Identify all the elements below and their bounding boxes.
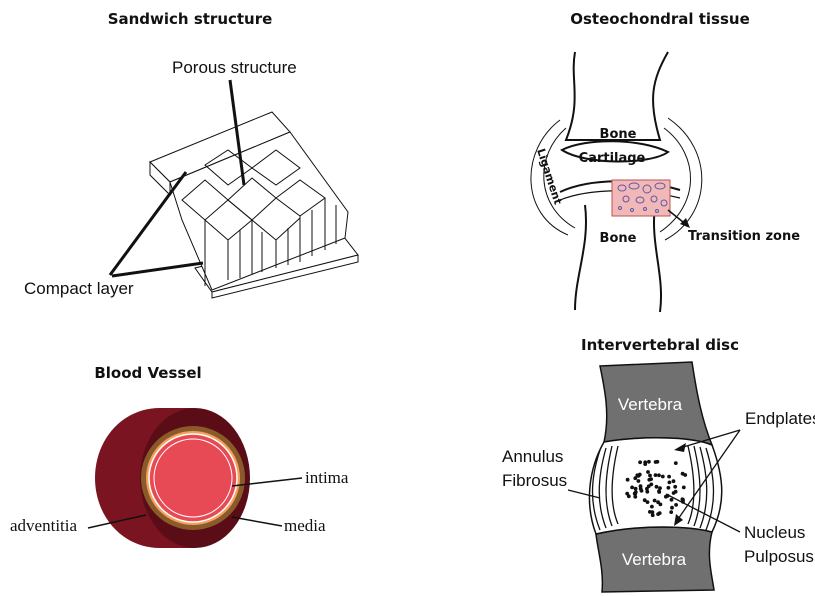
nucleus-dot <box>639 487 643 491</box>
media-pointer <box>232 517 282 526</box>
compact-layer-label: Compact layer <box>24 279 134 298</box>
osteochondral-title: Osteochondral tissue <box>570 10 750 28</box>
nucleus-dot <box>653 499 657 503</box>
nucleus-dot <box>658 511 662 515</box>
nucleus-dot <box>630 486 634 490</box>
nucleus-dot <box>682 486 686 490</box>
nucleus-dot <box>626 478 630 482</box>
media-label: media <box>284 516 326 535</box>
nucleus-dot <box>634 487 638 491</box>
disc-panel: Intervertebral disc <box>502 336 815 592</box>
nucleus-dot <box>674 461 678 465</box>
osteochondral-panel: Osteochondral tissue <box>531 10 800 312</box>
nucleus-dot <box>658 486 662 490</box>
nucleus-dot <box>645 490 649 494</box>
nucleus-dot <box>638 460 642 464</box>
sandwich-panel: Sandwich structure <box>24 10 358 298</box>
blood-vessel-title: Blood Vessel <box>94 364 201 382</box>
porous-structure-label: Porous structure <box>172 58 297 77</box>
nucleus-dot <box>669 510 673 514</box>
nucleus-dot <box>668 481 672 485</box>
nucleus-dot <box>646 500 650 504</box>
nucleus-dot <box>670 498 674 502</box>
nucleus-dot <box>655 485 659 489</box>
vertebra-top-label: Vertebra <box>618 395 683 414</box>
compact-pointer-line-1 <box>110 172 186 275</box>
nucleus-dot <box>656 500 660 504</box>
nucleus-dot <box>647 460 651 464</box>
compact-pointer-line-2 <box>112 263 203 276</box>
nucleus-dot <box>654 460 658 464</box>
vertebra-bottom-label: Vertebra <box>622 550 687 569</box>
nucleus-dot <box>654 473 658 477</box>
nucleus-dot <box>667 475 671 479</box>
nucleus-dot <box>673 485 677 489</box>
nucleus-dot <box>646 470 650 474</box>
nucleus-dot <box>657 473 661 477</box>
sandwich-structure-drawing <box>150 112 358 298</box>
intima-label: intima <box>305 468 349 487</box>
vessel-drawing <box>95 408 250 548</box>
annulus-label-line2: Fibrosus <box>502 471 567 490</box>
nucleus-dot <box>674 503 678 507</box>
nucleus-label-line1: Nucleus <box>744 523 805 542</box>
annulus-label-line1: Annulus <box>502 447 563 466</box>
cartilage-label: Cartilage <box>579 151 646 166</box>
nucleus-dot <box>647 478 651 482</box>
nucleus-dot <box>681 472 685 476</box>
endplates-label: Endplates <box>745 409 815 428</box>
nucleus-dot <box>625 492 629 496</box>
nucleus-dot <box>647 484 651 488</box>
lower-bone-right <box>654 205 661 312</box>
nucleus-dot <box>643 460 647 464</box>
nucleus-dot <box>664 495 668 499</box>
nucleus-dot <box>637 479 641 483</box>
nucleus-dot <box>672 491 676 495</box>
bone-bottom-label: Bone <box>600 231 637 246</box>
ligament-label: Ligament <box>534 147 564 206</box>
lower-bone-left <box>575 205 586 310</box>
blood-vessel-panel: Blood Vessel intima media adventitia <box>10 364 349 548</box>
nucleus-dot <box>667 486 671 490</box>
nucleus-dot <box>670 506 674 510</box>
nucleus-dot <box>635 473 639 477</box>
intima-inner-line <box>154 439 232 517</box>
disc-title: Intervertebral disc <box>581 336 739 354</box>
transition-zone-label: Transition zone <box>688 229 800 244</box>
nucleus-dot <box>672 479 676 483</box>
adventitia-label: adventitia <box>10 516 77 535</box>
sandwich-title: Sandwich structure <box>108 10 273 28</box>
nucleus-dot <box>634 490 638 494</box>
nucleus-dot <box>651 513 655 517</box>
nucleus-dot <box>661 475 665 479</box>
bone-top-label: Bone <box>600 127 637 142</box>
nucleus-label-line2: Pulposus <box>744 547 814 566</box>
nucleus-dot <box>648 474 652 478</box>
nucleus-dot <box>650 505 654 509</box>
